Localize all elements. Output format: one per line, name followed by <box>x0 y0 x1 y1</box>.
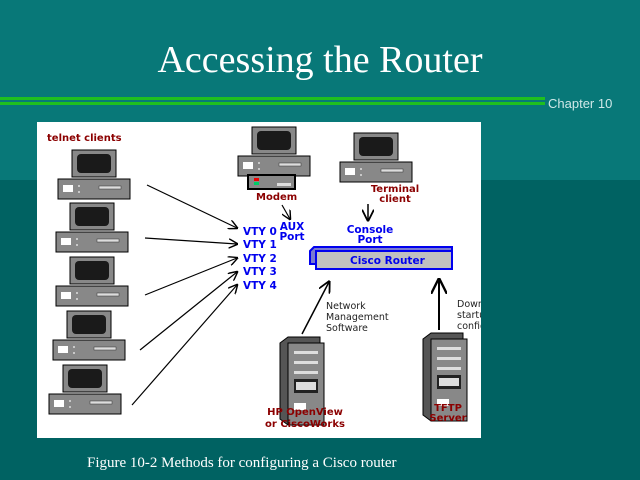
vty-lines: VTY 0 VTY 1 VTY 2 VTY 3 VTY 4 <box>243 226 277 292</box>
telnet-arrows <box>131 184 237 406</box>
figure: telnet clients VTY 0 VTY 1 VTY 2 VTY 3 V… <box>37 122 520 438</box>
cisco-router: Cisco Router <box>309 246 453 270</box>
download-label: Downloadstartupconfiguration <box>457 299 481 332</box>
modem-icon <box>247 174 296 190</box>
vty-label: VTY 4 <box>243 280 277 292</box>
vty-label: VTY 0 <box>243 226 277 238</box>
telnet-client-pc <box>55 202 129 253</box>
modem-pc <box>237 126 311 177</box>
telnet-clients-label: telnet clients <box>47 133 122 144</box>
router-label: Cisco Router <box>350 255 426 267</box>
terminal-client-pc <box>339 132 413 183</box>
vty-label: VTY 3 <box>243 266 277 278</box>
divider <box>0 97 545 100</box>
telnet-client-pc <box>52 310 126 361</box>
slide-title: Accessing the Router <box>157 39 483 81</box>
vty-label: VTY 2 <box>243 253 277 265</box>
divider <box>0 102 545 105</box>
router-access-diagram: telnet clients VTY 0 VTY 1 VTY 2 VTY 3 V… <box>47 126 520 430</box>
telnet-client-pc <box>57 149 131 200</box>
vty-label: VTY 1 <box>243 239 277 251</box>
chapter-label: Chapter 10 <box>548 96 613 111</box>
modem-label: Modem <box>256 192 297 203</box>
figure-caption: Figure 10-2 Methods for configuring a Ci… <box>87 455 397 471</box>
telnet-client-pc <box>55 256 129 307</box>
telnet-client-pc <box>48 364 122 415</box>
nms-arrow <box>301 282 329 335</box>
modem-arrow <box>281 204 290 219</box>
